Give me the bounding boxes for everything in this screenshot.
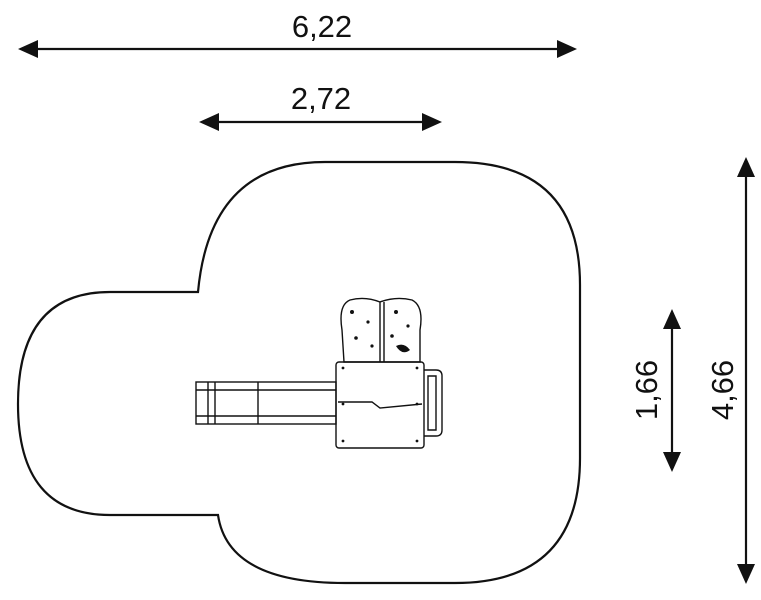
- climbing-wall-outline: [340, 297, 422, 363]
- platform: [335, 361, 425, 449]
- platform-outline: [335, 361, 425, 449]
- safety-area-outline: [16, 160, 582, 585]
- overall-width-label: 6,22: [292, 9, 352, 44]
- overall-width-dimension: 6,22: [18, 9, 577, 58]
- arrow-down-icon: [737, 564, 755, 584]
- arrow-left-icon: [199, 113, 219, 131]
- arrow-down-icon: [663, 452, 681, 472]
- overall-depth-label: 4,66: [705, 360, 740, 420]
- platform-rail: [424, 369, 443, 437]
- arrow-up-icon: [737, 157, 755, 177]
- arrow-left-icon: [18, 40, 38, 58]
- arrow-up-icon: [663, 309, 681, 329]
- arrow-right-icon: [557, 40, 577, 58]
- inner-width-dimension: 2,72: [199, 81, 442, 131]
- inner-depth-label: 1,66: [629, 360, 664, 420]
- slide: [195, 381, 337, 425]
- climbing-wall: [340, 297, 422, 363]
- inner-depth-dimension: 1,66: [629, 309, 681, 472]
- arrow-right-icon: [422, 113, 442, 131]
- overall-depth-dimension: 4,66: [705, 157, 755, 584]
- inner-width-label: 2,72: [291, 81, 351, 116]
- slide-outline: [195, 381, 337, 425]
